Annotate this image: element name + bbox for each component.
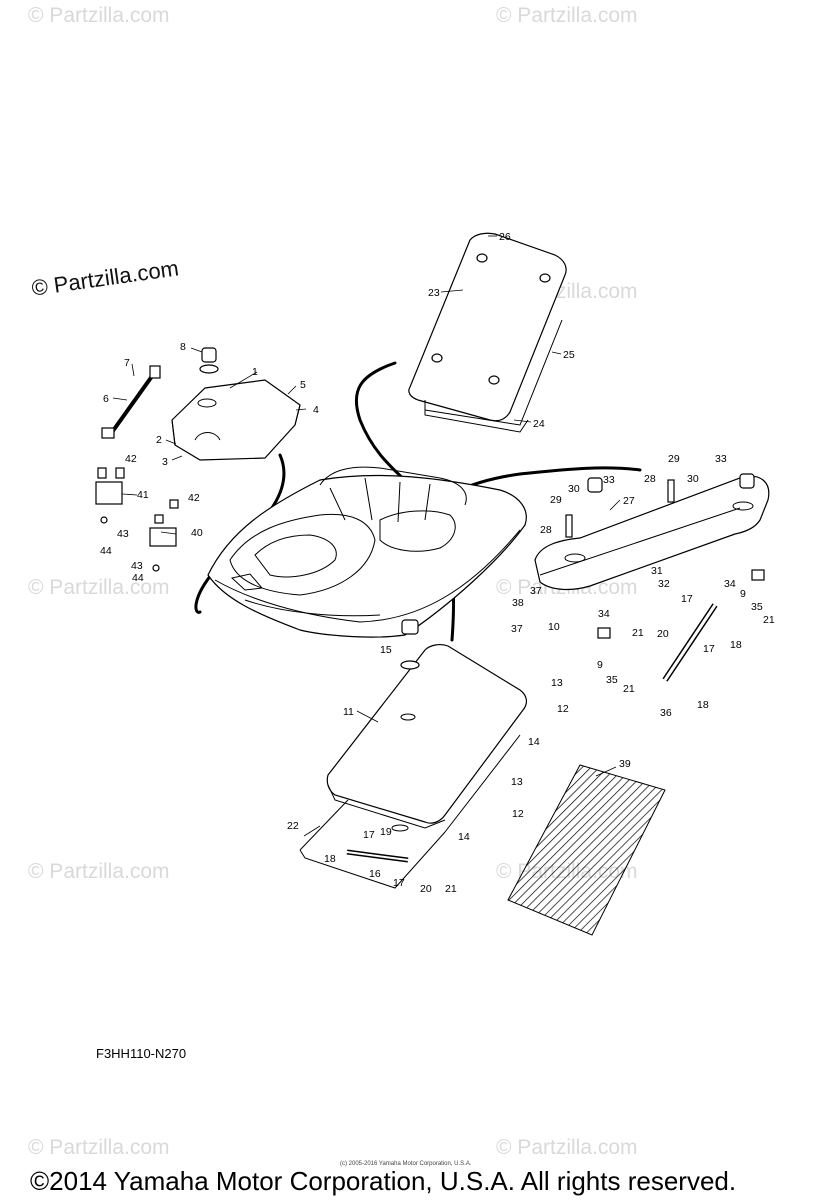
callout-8: 8 — [180, 341, 186, 353]
leader-lines — [112, 235, 621, 837]
bench-hardware — [565, 473, 765, 639]
floor-mat — [507, 764, 666, 936]
callout-28b: 28 — [540, 524, 552, 536]
watermark: © Partzilla.com — [28, 1136, 170, 1159]
callout-32: 32 — [658, 578, 670, 590]
lid-strap — [101, 365, 161, 439]
callout-44a: 44 — [100, 545, 112, 557]
callout-40: 40 — [191, 527, 203, 539]
gas-strut — [346, 849, 409, 863]
callout-21a: 21 — [445, 883, 457, 895]
gas-strut — [662, 603, 718, 682]
callout-11: 11 — [343, 706, 354, 718]
callout-37b: 37 — [511, 623, 523, 635]
callout-20a: 20 — [420, 883, 432, 895]
callout-6: 6 — [103, 393, 109, 405]
callout-13a: 13 — [551, 677, 563, 689]
callout-29a: 29 — [668, 453, 680, 465]
callout-38: 38 — [512, 597, 524, 609]
lid-frame — [299, 734, 521, 889]
drain-cap — [400, 619, 420, 670]
callout-35b: 35 — [606, 674, 618, 686]
callout-12b: 12 — [512, 808, 524, 820]
callout-43a: 43 — [117, 528, 129, 540]
callout-4: 4 — [313, 404, 319, 416]
callout-1: 1 — [252, 366, 258, 378]
callout-28a: 28 — [644, 473, 656, 485]
callout-26: 26 — [499, 231, 511, 243]
callout-21b: 21 — [763, 614, 775, 626]
callout-17a: 17 — [363, 829, 375, 841]
callout-24: 24 — [533, 418, 545, 430]
callout-33b: 33 — [603, 474, 615, 486]
callout-9a: 9 — [740, 588, 746, 600]
callout-37a: 37 — [530, 585, 542, 597]
callout-16: 16 — [369, 868, 381, 880]
callout-15: 15 — [380, 644, 392, 656]
boat-hull — [207, 466, 527, 638]
callout-9b: 9 — [597, 659, 603, 671]
callout-44b: 44 — [132, 572, 144, 584]
callout-14b: 14 — [458, 831, 470, 843]
callout-7: 7 — [124, 357, 130, 369]
drain-cap — [199, 347, 219, 374]
rear-bench-cushion — [534, 475, 770, 591]
callout-22: 22 — [287, 820, 299, 832]
callout-34b: 34 — [598, 608, 610, 620]
callout-2: 2 — [156, 434, 162, 446]
storage-lid — [326, 644, 527, 832]
callout-21c: 21 — [632, 627, 644, 639]
callout-14a: 14 — [528, 736, 540, 748]
callout-labels: 1 2 3 4 5 6 7 8 9 9 10 11 12 12 13 13 14… — [100, 231, 775, 895]
front-lid — [171, 379, 301, 461]
callout-13b: 13 — [511, 776, 523, 788]
copyright-notice: ©2014 Yamaha Motor Corporation, U.S.A. A… — [30, 1166, 737, 1196]
callout-30b: 30 — [568, 483, 580, 495]
callout-43b: 43 — [131, 560, 143, 572]
callout-33a: 33 — [715, 453, 727, 465]
callout-12a: 12 — [557, 703, 569, 715]
watermark: © Partzilla.com — [496, 1136, 638, 1159]
callout-39: 39 — [619, 758, 631, 770]
diagram-code: F3HH110-N270 — [96, 1046, 187, 1061]
callout-30a: 30 — [687, 473, 699, 485]
callout-17c: 17 — [681, 593, 693, 605]
callout-41: 41 — [137, 489, 149, 501]
watermark: © Partzilla.com — [28, 4, 170, 27]
watermark: © Partzilla.com — [28, 860, 170, 883]
callout-17d: 17 — [703, 643, 715, 655]
callout-18b: 18 — [730, 639, 742, 651]
callout-3: 3 — [162, 456, 168, 468]
callout-36: 36 — [660, 707, 672, 719]
callout-27: 27 — [623, 495, 635, 507]
callout-18a: 18 — [324, 853, 336, 865]
callout-17b: 17 — [393, 877, 405, 889]
callout-10: 10 — [548, 621, 560, 633]
fine-print: (c) 2005-2016 Yamaha Motor Corporation, … — [340, 1161, 472, 1167]
callout-35a: 35 — [751, 601, 763, 613]
callout-31: 31 — [651, 565, 663, 577]
callout-19: 19 — [380, 826, 392, 838]
callout-42a: 42 — [125, 453, 137, 465]
callout-20b: 20 — [657, 628, 669, 640]
callout-18c: 18 — [697, 699, 709, 711]
watermark: © Partzilla.com — [28, 576, 170, 599]
callout-34a: 34 — [724, 578, 736, 590]
callout-25: 25 — [563, 349, 575, 361]
callout-29b: 29 — [550, 494, 562, 506]
callout-5: 5 — [300, 379, 306, 391]
callout-23: 23 — [428, 287, 440, 299]
latch-assembly — [95, 467, 179, 572]
watermark: © Partzilla.com — [496, 4, 638, 27]
sun-pad — [408, 232, 567, 433]
callout-42b: 42 — [188, 492, 200, 504]
callout-21d: 21 — [623, 683, 635, 695]
